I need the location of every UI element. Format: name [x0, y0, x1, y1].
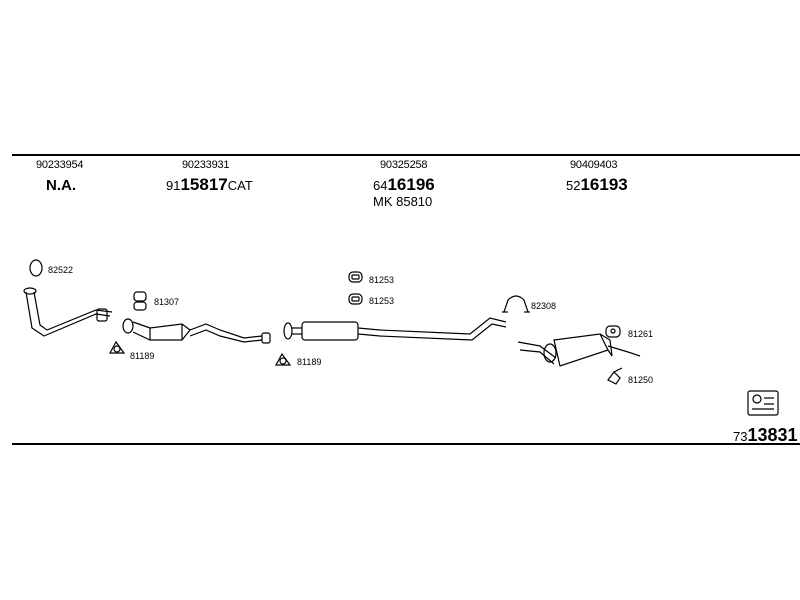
rubber-mount-icon	[348, 293, 363, 305]
gasket-icon	[29, 259, 43, 277]
oe-number-col1: 90233954	[36, 159, 84, 171]
kit-prefix: 73	[733, 429, 748, 444]
rubber-mount-icon	[605, 325, 621, 338]
front-pipe	[23, 287, 113, 337]
label-81189-a: 81189	[130, 351, 155, 361]
label-81307: 81307	[154, 297, 180, 307]
label-81261: 81261	[628, 329, 654, 339]
part-main: 16196	[387, 175, 435, 194]
hanger-icon	[607, 367, 623, 385]
catalytic-converter	[122, 318, 271, 344]
label-81189-b: 81189	[297, 357, 322, 367]
part-suffix: CAT	[227, 178, 253, 193]
mk-number: MK 85810	[373, 194, 433, 209]
top-rule	[12, 154, 800, 156]
bottom-rule	[12, 443, 800, 445]
oe-number-col3: 90325258	[380, 159, 428, 171]
rubber-mount-icon	[133, 291, 147, 311]
flange-icon	[274, 352, 292, 366]
flange-icon	[108, 340, 126, 354]
part-number-col1: N.A.	[46, 177, 76, 194]
clamp-icon	[502, 295, 530, 313]
part-number-col3: 6416196	[373, 176, 435, 194]
label-81250: 81250	[628, 375, 654, 385]
oe-number-col4: 90409403	[570, 159, 618, 171]
label-81253-a: 81253	[369, 275, 395, 285]
label-82308: 82308	[531, 301, 557, 311]
middle-silencer	[283, 317, 507, 341]
part-main: 15817	[180, 175, 228, 194]
part-main: 16193	[580, 175, 628, 194]
part-prefix: 52	[566, 178, 581, 193]
part-prefix: 64	[373, 178, 388, 193]
label-81253-b: 81253	[369, 296, 395, 306]
rubber-mount-icon	[348, 271, 363, 283]
kit-box-icon	[747, 390, 779, 416]
part-number-col4: 5216193	[566, 176, 628, 194]
part-prefix: 91	[166, 178, 181, 193]
label-82522: 82522	[48, 265, 74, 275]
oe-number-col2: 90233931	[182, 159, 230, 171]
part-number-col2: 9115817CAT	[166, 176, 253, 194]
rear-silencer	[517, 333, 641, 367]
kit-main: 13831	[747, 425, 798, 445]
kit-number: 7313831	[733, 426, 798, 445]
